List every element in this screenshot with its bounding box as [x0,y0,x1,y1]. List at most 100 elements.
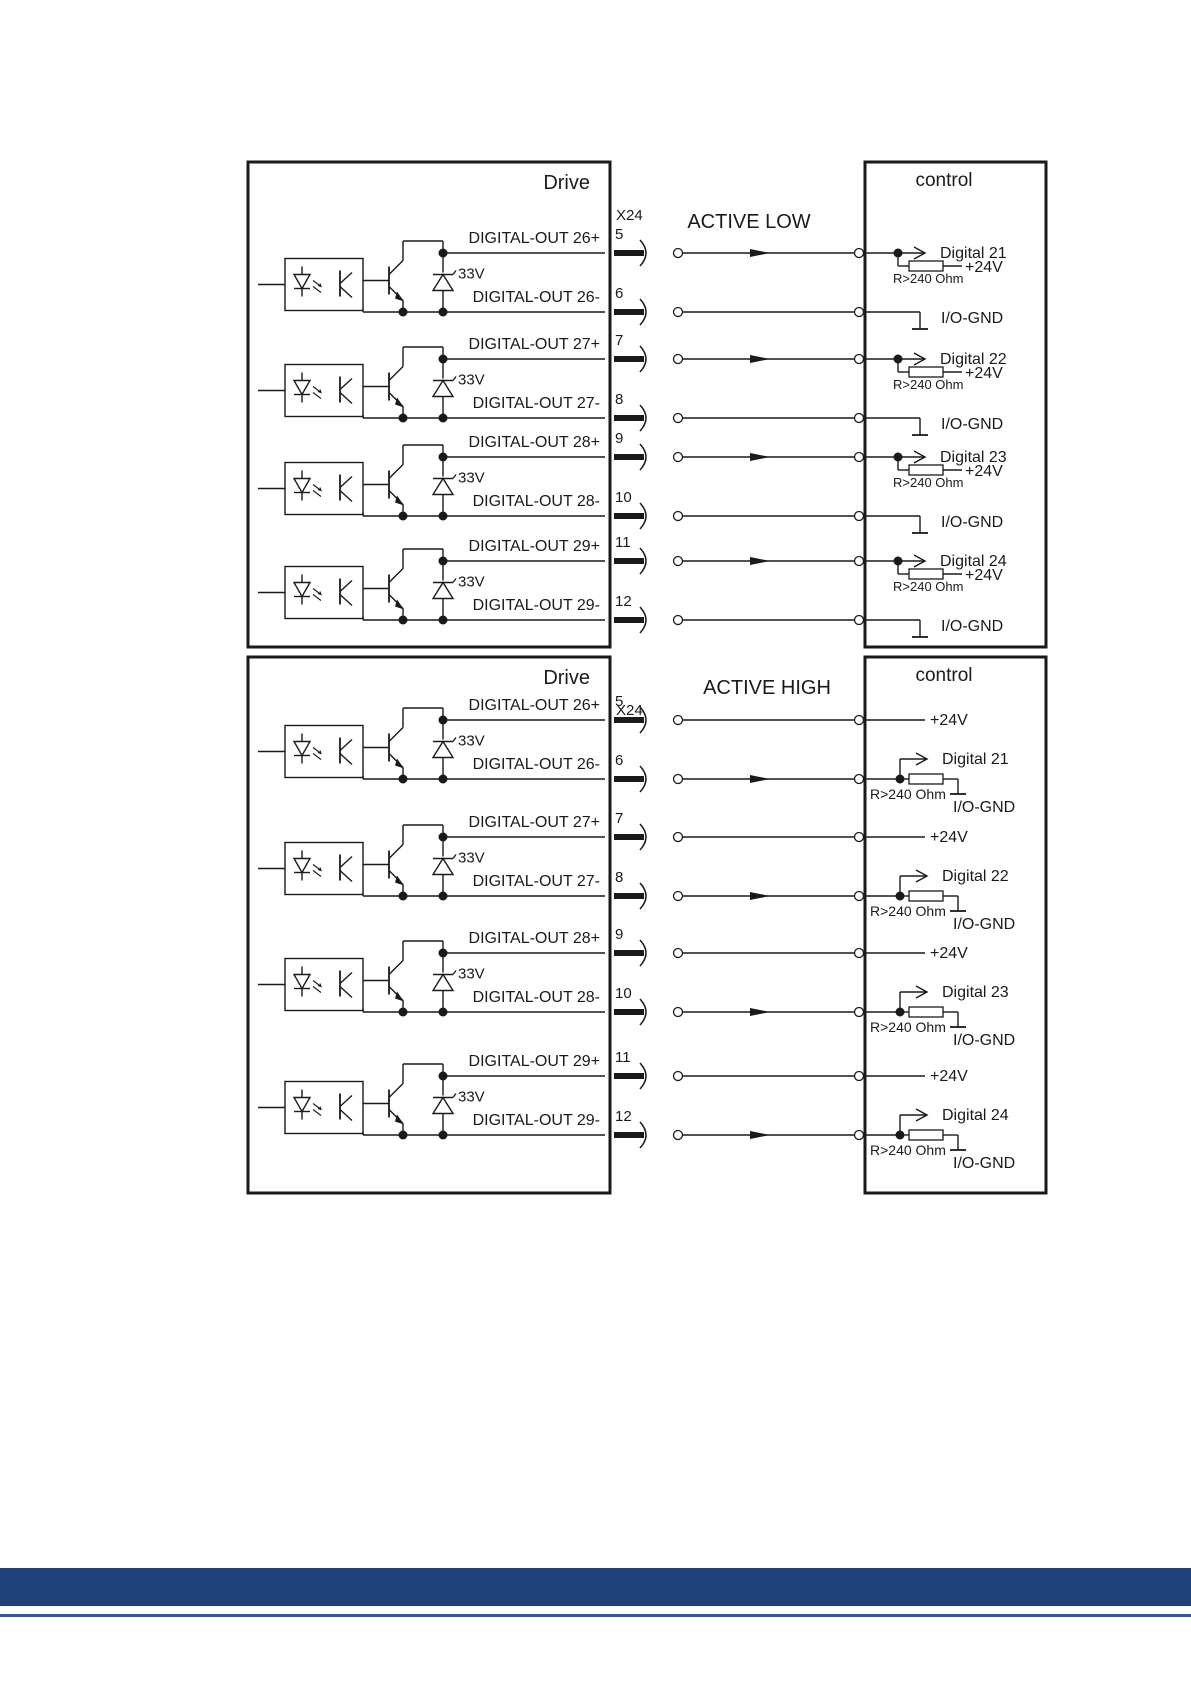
signal-arrow-icon [750,892,770,900]
ground-label: I/O-GND [941,416,1003,433]
plug-icon [639,239,647,267]
output-minus-label: DIGITAL-OUT 28- [473,989,600,1006]
plug-icon [639,1121,647,1149]
resistor-label: R>240 Ohm [870,1019,946,1035]
pin-bar [614,558,644,564]
junction-dot [398,413,408,423]
plug-icon [639,998,647,1026]
pin-number: 6 [615,752,623,769]
digital-input-label: Digital 22 [942,868,1009,885]
pin-number: 12 [615,593,632,610]
junction-dot [398,1007,408,1017]
resistor [908,260,944,272]
output-plus-label: DIGITAL-OUT 26+ [469,697,600,714]
signal-arrow-icon [750,355,770,363]
ground-label: I/O-GND [953,1155,1015,1172]
pin-number: 8 [615,869,623,886]
plug-icon [639,502,647,530]
connector-label: X24 [616,702,643,719]
zener-diode-icon [431,477,455,496]
terminal-ring [672,510,684,522]
zener-diode-icon [431,973,455,992]
emitter-arrow [395,397,404,408]
led-icon [292,973,312,990]
output-plus-label: DIGITAL-OUT 27+ [469,336,600,353]
terminal-ring [672,947,684,959]
pin-number: 10 [615,985,632,1002]
zener-diode-icon [431,857,455,876]
optocoupler [284,1080,364,1135]
terminal-ring [853,890,865,902]
digital-input-label: Digital 24 [942,1107,1009,1124]
zener-diode-icon [431,581,455,600]
resistor-label: R>240 Ohm [893,579,963,594]
resistor-label: R>240 Ohm [870,903,946,919]
emitter-arrow [395,991,404,1002]
plug-icon [639,547,647,575]
terminal-ring [853,247,865,259]
supply-label: +24V [965,567,1003,584]
plug-icon [639,298,647,326]
drive-box [246,655,612,1195]
input-arrow-icon [915,752,929,766]
signal-arrow-icon [750,1008,770,1016]
zener-diode-icon [431,379,455,398]
junction-dot [438,307,448,317]
resistor [908,366,944,378]
pin-number: 7 [615,810,623,827]
led-icon [292,581,312,598]
output-plus-label: DIGITAL-OUT 29+ [469,1053,600,1070]
terminal-ring [672,412,684,424]
terminal-ring [853,412,865,424]
output-plus-label: DIGITAL-OUT 26+ [469,230,600,247]
ground-label: I/O-GND [953,799,1015,816]
plug-icon [639,606,647,634]
digital-input-label: Digital 21 [940,245,1007,262]
junction-dot [398,615,408,625]
junction-dot [398,774,408,784]
zener-diode-icon [431,740,455,759]
supply-label: +24V [965,259,1003,276]
zener-voltage: 33V [458,1089,485,1106]
zener-voltage: 33V [458,470,485,487]
optocoupler [284,461,364,516]
emitter-arrow [395,758,404,769]
signal-arrow-icon [750,775,770,783]
footer-band [0,1568,1191,1606]
junction-dot [398,511,408,521]
control-box [863,655,1048,1195]
supply-label: +24V [965,463,1003,480]
control-label: control [915,170,972,191]
pin-bar [614,1009,644,1015]
resistor-label: R>240 Ohm [870,786,946,802]
output-minus-label: DIGITAL-OUT 29- [473,597,600,614]
output-plus-label: DIGITAL-OUT 28+ [469,930,600,947]
pin-bar [614,776,644,782]
supply-label: +24V [930,945,968,962]
light-arrows-icon [312,747,322,760]
pin-bar [614,1132,644,1138]
light-arrows-icon [312,386,322,399]
input-arrow-icon [913,450,927,464]
light-arrows-icon [312,864,322,877]
output-minus-label: DIGITAL-OUT 26- [473,756,600,773]
output-minus-label: DIGITAL-OUT 29- [473,1112,600,1129]
terminal-ring [672,451,684,463]
ground-label: I/O-GND [953,916,1015,933]
terminal-ring [853,451,865,463]
pin-bar [614,513,644,519]
pin-bar [614,893,644,899]
input-arrow-icon [913,352,927,366]
signal-arrow-icon [750,557,770,565]
light-arrows-icon [312,280,322,293]
terminal-ring [672,714,684,726]
zener-voltage: 33V [458,966,485,983]
resistor-label: R>240 Ohm [893,475,963,490]
plug-icon [639,345,647,373]
panel-title: ACTIVE HIGH [703,677,831,699]
junction-dot [398,307,408,317]
junction-dot [438,832,448,842]
terminal-ring [853,831,865,843]
terminal-ring [853,353,865,365]
